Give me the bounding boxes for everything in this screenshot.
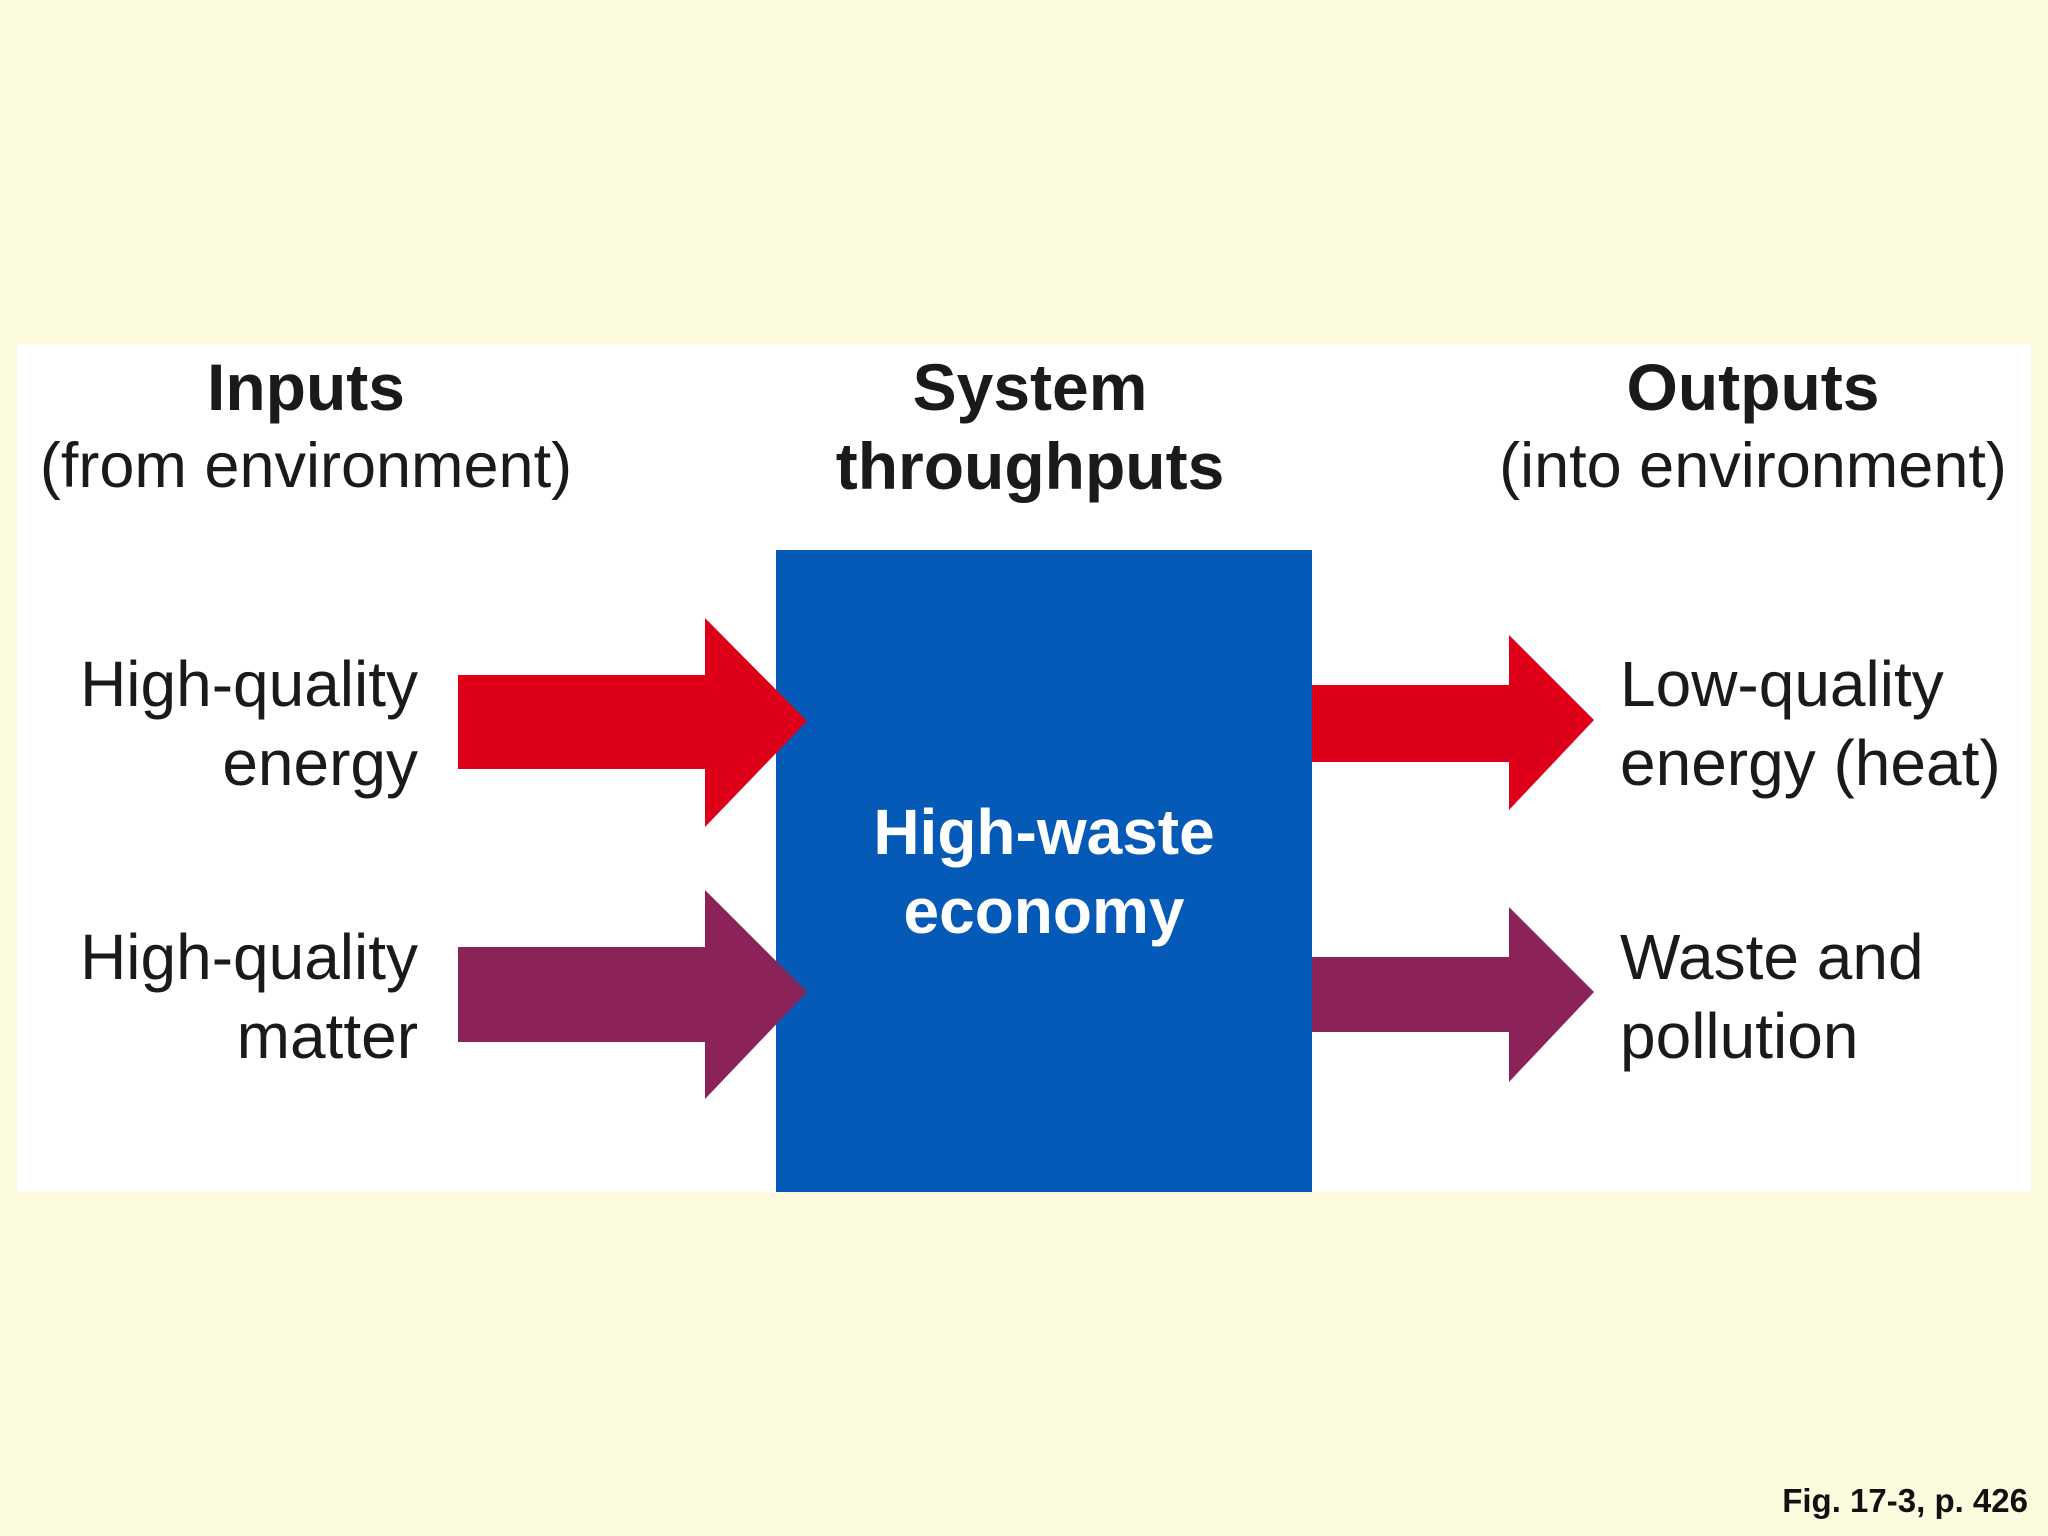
input-matter-arrow <box>458 890 807 1099</box>
output-energy-line1: Low-quality <box>1620 648 1944 720</box>
system-box-line2: economy <box>903 875 1185 947</box>
outputs-title: Outputs <box>1626 350 1880 424</box>
input-matter-label: High-quality matter <box>80 918 418 1076</box>
figure-caption: Fig. 17-3, p. 426 <box>1782 1482 2028 1519</box>
input-energy-line2: energy <box>222 727 418 799</box>
output-energy-label: Low-quality energy (heat) <box>1620 645 2001 803</box>
outputs-subtitle: (into environment) <box>1499 431 2007 501</box>
input-matter-line2: matter <box>236 1000 418 1072</box>
input-energy-label: High-quality energy <box>80 645 418 803</box>
system-box-label: High-waste economy <box>776 793 1312 951</box>
system-heading: System throughputs <box>790 348 1270 506</box>
input-energy-line1: High-quality <box>80 648 418 720</box>
output-waste-line1: Waste and <box>1620 921 1924 993</box>
output-waste-arrow <box>1312 907 1594 1082</box>
output-waste-label: Waste and pollution <box>1620 918 1924 1076</box>
inputs-title: Inputs <box>207 350 405 424</box>
system-box <box>776 550 1312 1192</box>
input-matter-line1: High-quality <box>80 921 418 993</box>
output-energy-arrow <box>1312 635 1594 810</box>
outputs-heading: Outputs (into environment) <box>1470 348 2036 506</box>
input-energy-arrow <box>458 618 807 827</box>
inputs-subtitle: (from environment) <box>39 431 573 501</box>
inputs-heading: Inputs (from environment) <box>0 348 612 506</box>
system-box-line1: High-waste <box>873 796 1215 868</box>
system-title-line1: System <box>912 350 1148 424</box>
output-energy-line2: energy (heat) <box>1620 727 2001 799</box>
system-title-line2: throughputs <box>835 429 1225 503</box>
output-waste-line2: pollution <box>1620 1000 1859 1072</box>
